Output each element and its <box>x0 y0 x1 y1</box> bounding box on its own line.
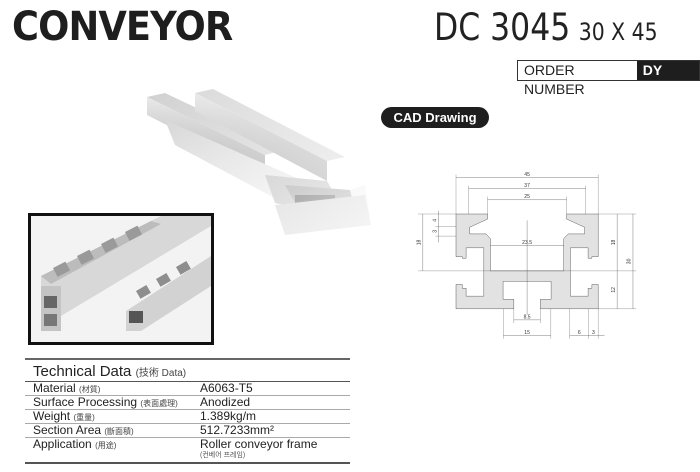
dim-3-left: 3 <box>432 230 438 233</box>
dim-6: 6 <box>578 330 581 336</box>
model-size: 30 X 45 <box>578 18 658 46</box>
row-key-sub: (用途) <box>95 441 117 450</box>
dim-23-5: 23.5 <box>522 240 532 246</box>
dim-37: 37 <box>524 183 530 189</box>
row-value-sub: (컨베어 프레임) <box>200 452 246 459</box>
technical-data-header: Technical Data (技術 Data) <box>25 358 350 382</box>
table-row: Weight (重量) 1.389kg/m <box>25 410 350 424</box>
dim-30: 30 <box>627 258 633 264</box>
row-key: Weight <box>33 409 71 423</box>
page-title: CONVEYOR <box>12 4 233 50</box>
row-value: A6063-T5 <box>200 381 253 395</box>
technical-data-table: Technical Data (技術 Data) Material (材質) A6… <box>25 358 350 464</box>
row-value: 1.389kg/m <box>200 409 257 423</box>
row-key: Application <box>33 437 92 451</box>
dim-4: 4 <box>432 219 438 222</box>
row-value: Anodized <box>200 395 251 409</box>
table-row: Section Area (斷面積) 512.7233mm² <box>25 424 350 438</box>
dim-25: 25 <box>524 194 530 200</box>
cad-drawing-badge: CAD Drawing <box>381 107 489 128</box>
row-value: Roller conveyor frame <box>200 437 318 451</box>
order-number-label: ORDER NUMBER <box>524 62 585 97</box>
technical-data-title: Technical Data <box>33 363 132 380</box>
cad-drawing: 45 37 25 23.5 18 4 3 18 12 30 8.5 15 6 3 <box>417 172 637 339</box>
dim-15: 15 <box>524 330 530 336</box>
row-value: 512.7233mm² <box>200 423 275 437</box>
table-row: Application (用途) Roller conveyor frame(컨베… <box>25 438 350 464</box>
row-key-sub: (斷面積) <box>104 427 134 436</box>
dim-18-right: 18 <box>611 239 617 245</box>
model-number: DC 3045 <box>434 6 571 49</box>
dim-45: 45 <box>524 172 530 178</box>
table-row: Surface Processing (表面處理) Anodized <box>25 396 350 410</box>
dim-12: 12 <box>611 287 617 293</box>
row-key: Section Area <box>33 423 102 437</box>
table-row: Material (材質) A6063-T5 <box>25 382 350 396</box>
row-key-sub: (材質) <box>79 385 101 394</box>
dim-18-left: 18 <box>417 239 423 245</box>
row-key-sub: (表面處理) <box>140 399 178 408</box>
technical-data-subtitle: (技術 Data) <box>135 368 187 379</box>
row-key: Surface Processing <box>33 395 138 409</box>
order-number-box: ORDER NUMBER DY 5078 <box>517 60 700 97</box>
conveyor-photo <box>28 213 214 345</box>
dim-8-5: 8.5 <box>524 314 531 320</box>
dim-3-bottom: 3 <box>592 330 595 336</box>
row-key-sub: (重量) <box>73 413 95 422</box>
profile-right-half <box>526 213 599 309</box>
profile-left-half <box>455 213 528 309</box>
order-number-value: DY 5078 <box>636 61 699 97</box>
row-key: Material <box>33 381 76 395</box>
